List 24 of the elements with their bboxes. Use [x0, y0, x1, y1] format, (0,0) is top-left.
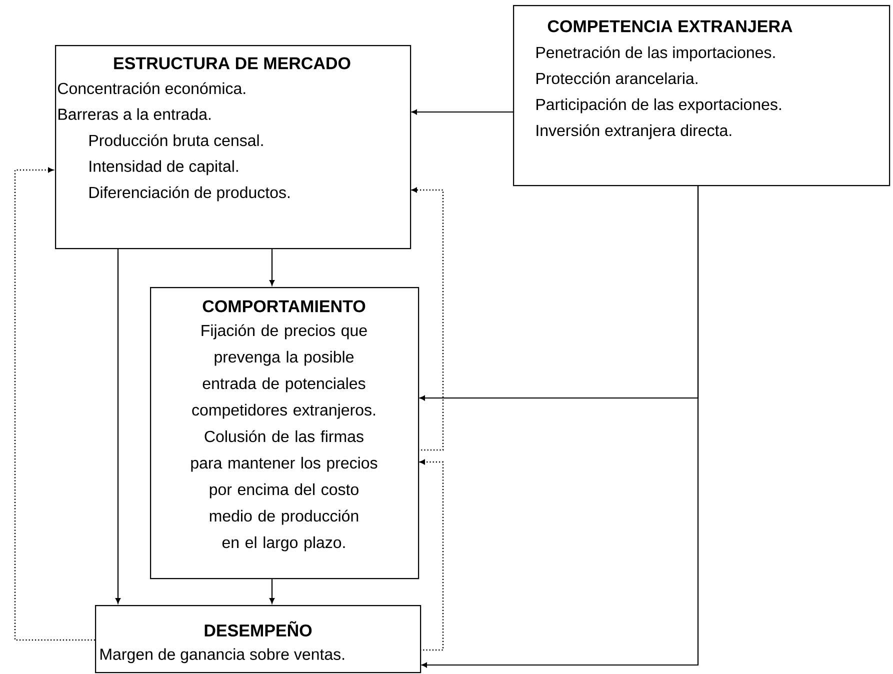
arrow — [269, 248, 275, 286]
list-item: Diferenciación de productos. — [90, 186, 290, 202]
list-item: Intensidad de capital. — [90, 160, 238, 176]
arrow — [14, 168, 95, 641]
box-heading: DESEMPEÑO — [204, 621, 312, 637]
arrow — [411, 109, 513, 115]
box-heading: COMPETENCIA EXTRANJERA — [548, 20, 792, 32]
arrow — [421, 185, 699, 668]
list-item: Inversión extranjera directa. — [536, 124, 732, 140]
arrow — [412, 188, 444, 451]
arrow — [115, 248, 121, 604]
list-item: Concentración económica. — [58, 82, 246, 94]
list-item: Producción bruta censal. — [90, 134, 263, 146]
box-heading: ESTRUCTURA DE MERCADO — [114, 57, 350, 70]
arrow — [420, 460, 444, 651]
list-item: Participación de las exportaciones. — [536, 98, 781, 114]
list-item: Barreras a la entrada. — [58, 108, 210, 120]
list-item: Margen de ganancia sobre ventas. — [100, 648, 344, 664]
arrow — [269, 578, 275, 604]
list-item: Penetración de las importaciones. — [536, 46, 775, 62]
box-text: Fijación de precios que prevenga la posible entrada de potenciales competidores extranjeros. — [192, 324, 375, 419]
list-item: Protección arancelaria. — [536, 72, 698, 84]
box-heading: COMPORTAMIENTO — [202, 300, 366, 312]
box-text: Colusión de las firmas para mantener los precios por encima del costo medio de producción en el largo plazo. — [191, 430, 378, 552]
